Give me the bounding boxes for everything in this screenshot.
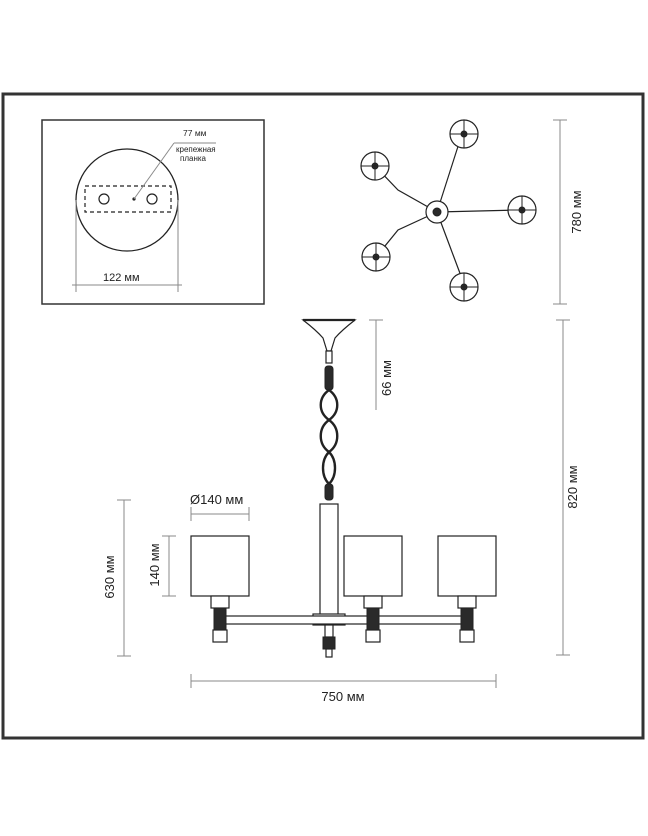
bracket-label-line2: планка <box>180 154 207 163</box>
bottom-finial <box>322 636 336 650</box>
shade-diameter-label: Ø140 мм <box>190 492 243 507</box>
shade-height-label: 140 мм <box>147 543 162 586</box>
shade-middle <box>343 535 403 643</box>
bracket-leader <box>133 142 175 200</box>
top-shade-3 <box>449 119 479 149</box>
canopy-diameter-label: 122 мм <box>103 272 140 284</box>
bracket-width-label: 77 мм <box>183 128 207 138</box>
overall-width-label: 750 мм <box>321 689 364 704</box>
canopy-detail: 77 мм крепежная планка 122 мм <box>41 119 265 305</box>
overall-height-label: 820 мм <box>565 465 580 508</box>
mounting-bracket <box>84 185 172 213</box>
horizontal-arm <box>217 615 471 625</box>
top-center-dot <box>432 207 442 217</box>
front-view: 66 мм 820 мм Ø140 мм 140 мм 630 мм 750 м… <box>102 318 580 704</box>
top-view-span-label: 780 мм <box>569 190 584 233</box>
top-view: 780 мм <box>360 119 584 305</box>
shade-right <box>437 535 497 643</box>
shade-left <box>190 535 250 643</box>
body-height-label: 630 мм <box>102 555 117 598</box>
bracket-hole-right <box>146 193 158 205</box>
canopy-height-label: 66 мм <box>379 360 394 396</box>
top-shade-1 <box>360 151 390 181</box>
top-shade-5 <box>449 272 479 302</box>
outer-frame <box>1 92 645 740</box>
bracket-label-line1: крепежная <box>176 145 216 154</box>
top-shade-4 <box>507 195 537 225</box>
front-canopy <box>301 319 357 352</box>
central-stem <box>319 503 339 617</box>
canopy-circle <box>75 148 179 252</box>
bracket-hole-left <box>98 193 110 205</box>
top-shade-2 <box>361 242 391 272</box>
front-chain <box>319 365 339 501</box>
